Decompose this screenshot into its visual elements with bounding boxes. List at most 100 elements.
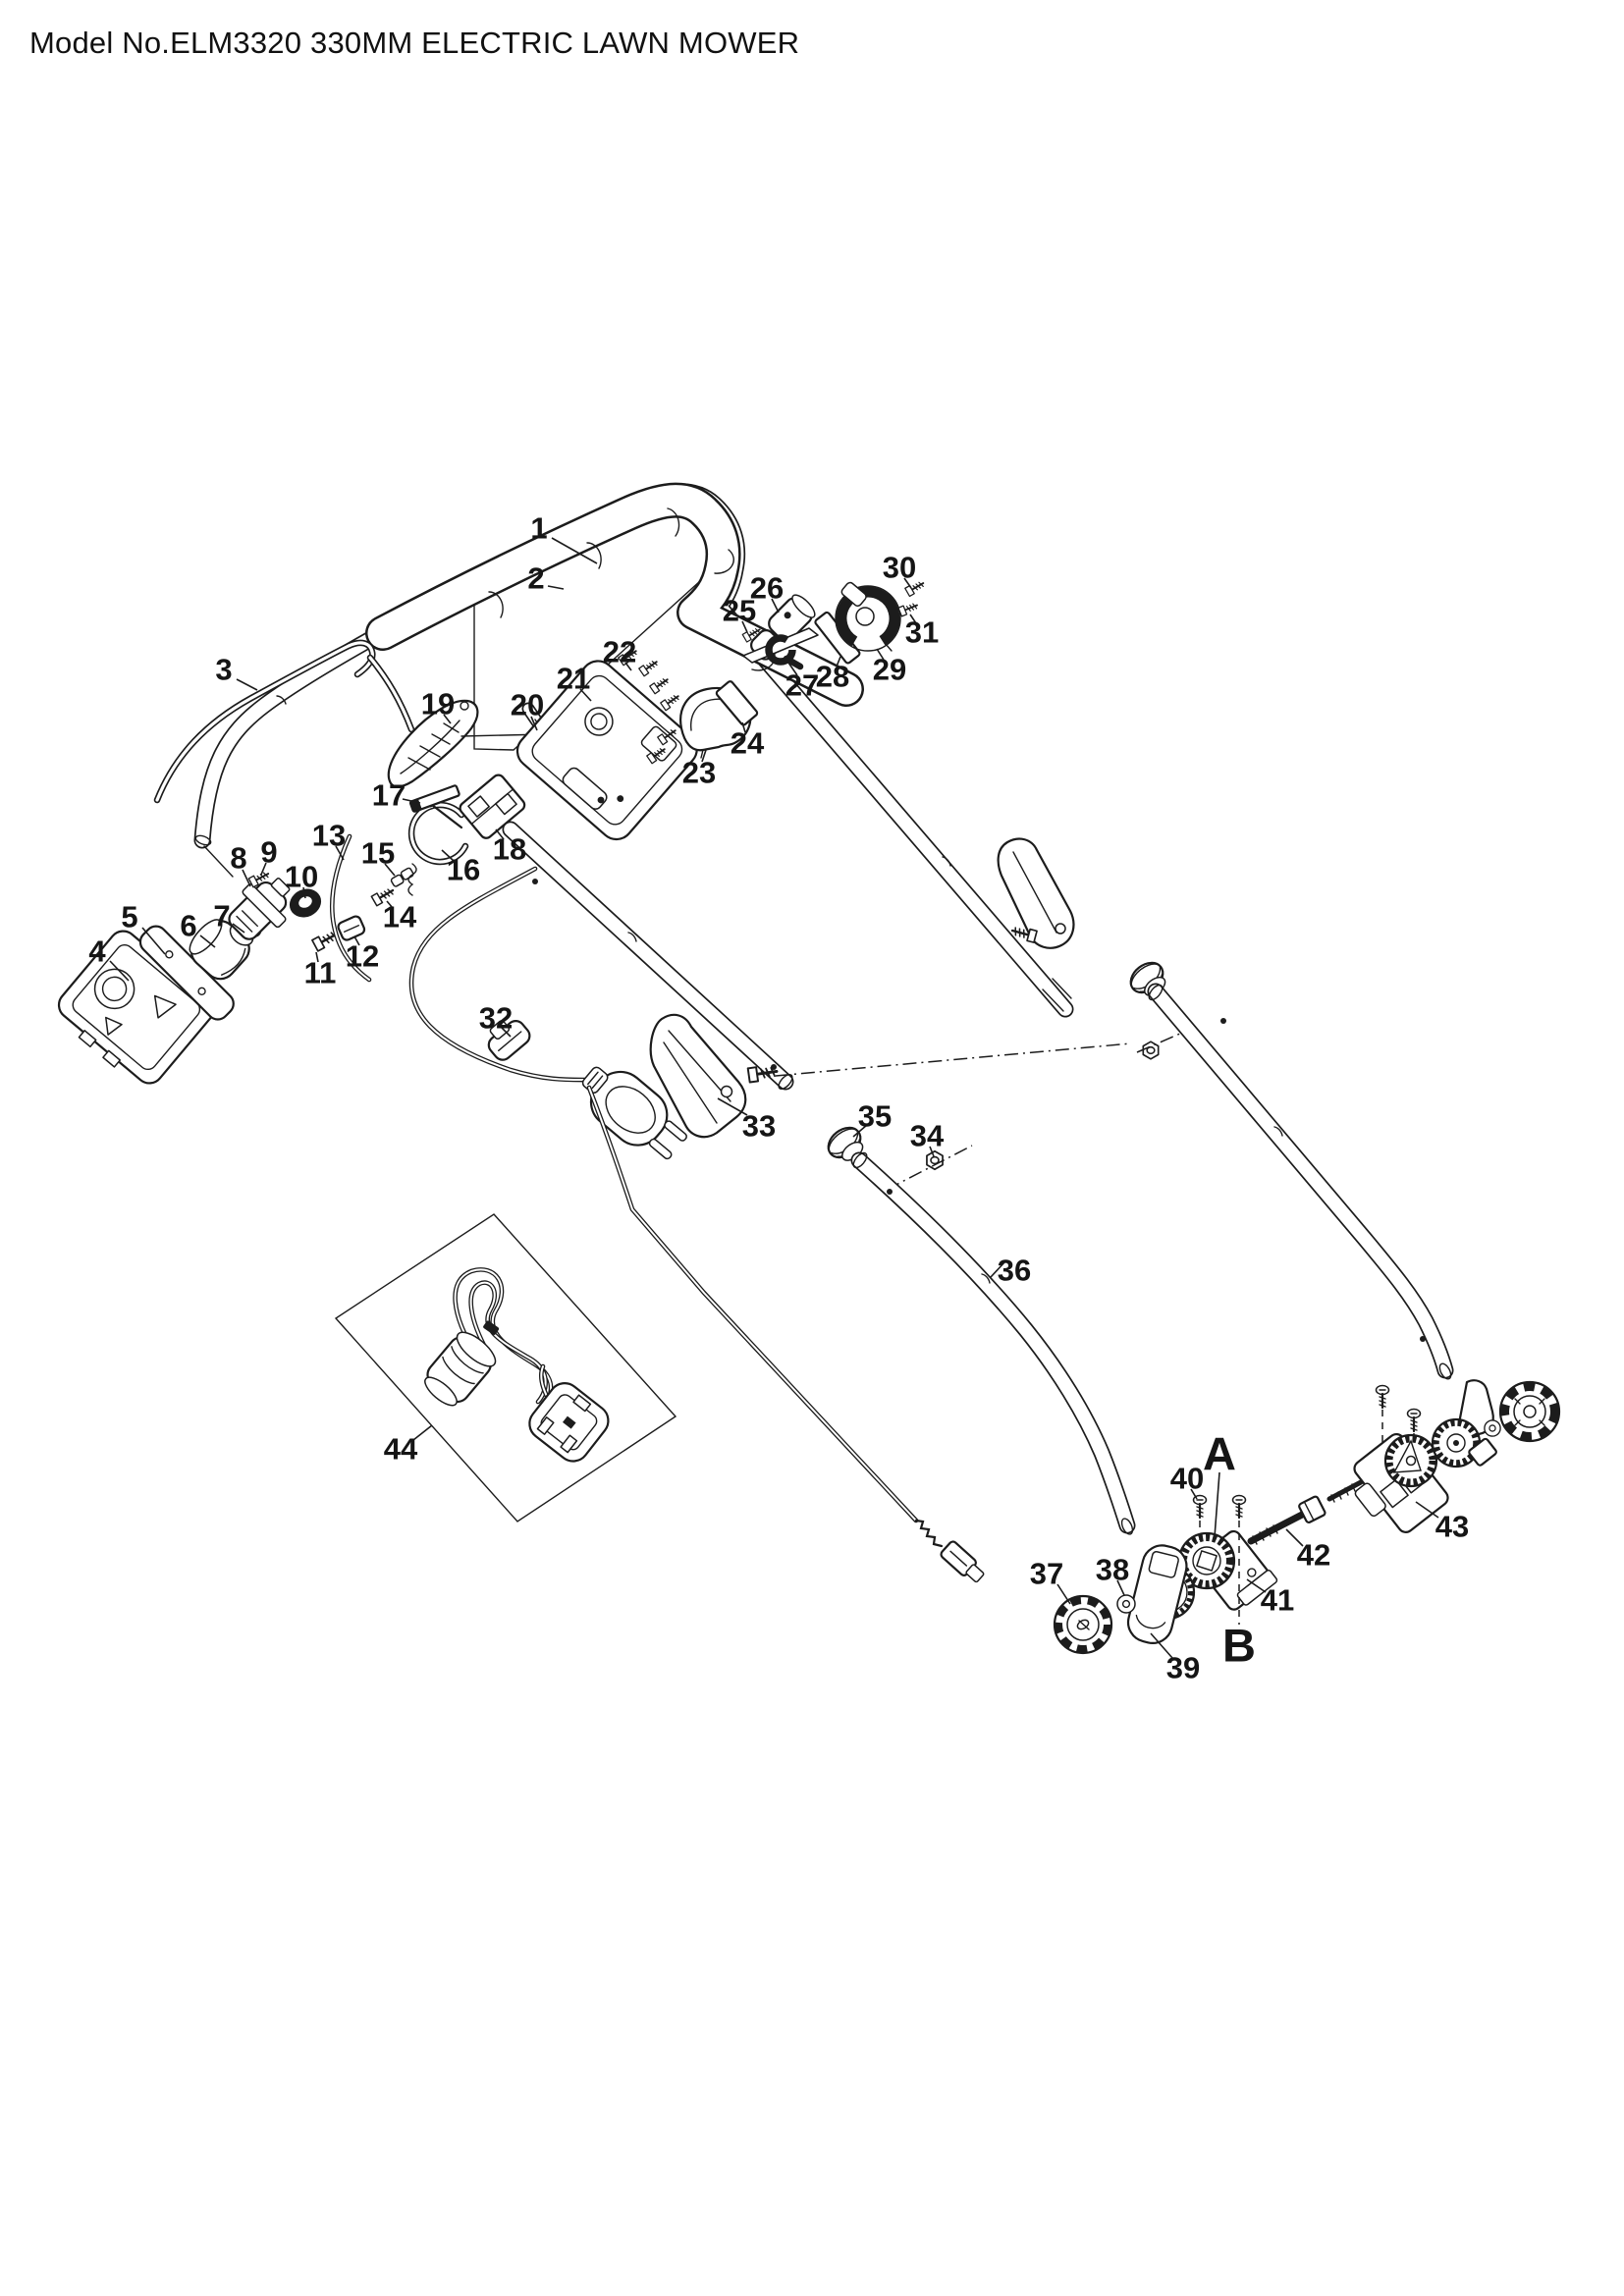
callout-label-A: A bbox=[1203, 1428, 1236, 1480]
page-title: Model No.ELM3320 330MM ELECTRIC LAWN MOW… bbox=[29, 26, 800, 60]
callout-leader-30 bbox=[903, 577, 912, 589]
callout-leader-42 bbox=[1285, 1528, 1304, 1547]
callout-label-12: 12 bbox=[346, 939, 379, 974]
callout-leader-11 bbox=[315, 951, 319, 963]
callout-leader-34 bbox=[929, 1146, 935, 1157]
wire-clip-27 bbox=[765, 634, 804, 670]
bolt-42 bbox=[1247, 1479, 1364, 1545]
callout-leader-22 bbox=[624, 662, 632, 671]
callout-label-37: 37 bbox=[1030, 1557, 1063, 1591]
callout-label-2: 2 bbox=[527, 561, 544, 596]
callout-leader-15 bbox=[384, 863, 396, 877]
knob-37 bbox=[1053, 1594, 1113, 1655]
callout-leader-39 bbox=[1150, 1632, 1173, 1659]
rubber-grommet bbox=[289, 888, 322, 918]
callout-label-27: 27 bbox=[785, 668, 819, 703]
callout-label-41: 41 bbox=[1261, 1583, 1294, 1618]
callout-leader-17 bbox=[402, 798, 421, 804]
callout-label-14: 14 bbox=[383, 900, 417, 934]
callout-label-36: 36 bbox=[998, 1254, 1031, 1288]
callout-leader-3 bbox=[236, 678, 258, 691]
callout-label-43: 43 bbox=[1435, 1510, 1469, 1544]
callout-label-40: 40 bbox=[1170, 1462, 1204, 1496]
right-washer bbox=[1484, 1419, 1501, 1437]
callout-leader-29 bbox=[876, 648, 885, 661]
callout-label-18: 18 bbox=[493, 832, 526, 867]
callout-label-30: 30 bbox=[883, 551, 916, 585]
right-gear-lever bbox=[1431, 1379, 1497, 1468]
callout-label-29: 29 bbox=[873, 653, 906, 687]
callout-label-B: B bbox=[1222, 1620, 1256, 1672]
callout-label-24: 24 bbox=[731, 726, 765, 761]
callout-label-7: 7 bbox=[213, 899, 230, 934]
callout-label-44: 44 bbox=[384, 1432, 418, 1467]
alignment-line bbox=[775, 1042, 1132, 1077]
callout-label-26: 26 bbox=[750, 571, 784, 606]
screw-40 bbox=[1192, 1494, 1208, 1520]
cable-clamp-15 bbox=[390, 867, 414, 887]
switch-housing-21 bbox=[515, 660, 698, 841]
callout-leader-43 bbox=[1415, 1501, 1439, 1519]
screw-right-1 bbox=[1375, 1384, 1390, 1410]
callout-leader-9 bbox=[260, 862, 267, 876]
lower-handle-left-tube bbox=[502, 821, 794, 1091]
callout-leader-23 bbox=[701, 749, 707, 763]
alignment-line bbox=[886, 1145, 973, 1191]
callout-label-19: 19 bbox=[421, 687, 455, 721]
hanger-29 bbox=[835, 581, 901, 652]
callout-leader-2 bbox=[547, 585, 565, 590]
callout-label-39: 39 bbox=[1166, 1651, 1200, 1685]
callout-label-5: 5 bbox=[121, 900, 137, 934]
callout-leader-26 bbox=[771, 598, 780, 614]
lock-off-lever-19 bbox=[387, 699, 548, 788]
two-pin-plug bbox=[581, 1066, 687, 1160]
callout-label-17: 17 bbox=[372, 778, 406, 813]
cord-set-44 bbox=[424, 1267, 610, 1463]
callout-leader-10 bbox=[302, 886, 306, 899]
nut-34 bbox=[926, 1149, 944, 1171]
callout-label-10: 10 bbox=[285, 860, 318, 894]
callout-leader-4 bbox=[109, 960, 130, 982]
callout-label-11: 11 bbox=[304, 956, 337, 990]
callout-label-35: 35 bbox=[858, 1099, 892, 1134]
callout-leader-28 bbox=[836, 656, 841, 667]
callout-leader-A bbox=[1214, 1471, 1220, 1538]
callout-label-4: 4 bbox=[88, 934, 106, 969]
callout-label-34: 34 bbox=[910, 1119, 945, 1153]
right-lock-lever bbox=[997, 837, 1075, 949]
callout-leader-19 bbox=[443, 714, 452, 724]
callout-leader-20 bbox=[530, 716, 538, 731]
callout-label-6: 6 bbox=[180, 909, 196, 943]
callout-label-15: 15 bbox=[361, 836, 395, 871]
lock-lever-33 bbox=[649, 1013, 780, 1139]
callout-leader-38 bbox=[1116, 1579, 1125, 1596]
callout-label-32: 32 bbox=[479, 1001, 513, 1036]
callout-leader-18 bbox=[495, 828, 505, 840]
handle-foam-grip bbox=[365, 482, 864, 707]
callout-label-8: 8 bbox=[230, 841, 246, 876]
callout-leader-7 bbox=[232, 923, 245, 934]
lower-handle-tube-36 bbox=[850, 1151, 1136, 1535]
bail-cable bbox=[586, 1085, 985, 1583]
right-knob bbox=[1498, 1380, 1561, 1443]
callout-leader-8 bbox=[242, 869, 251, 887]
callout-leader-24 bbox=[741, 721, 746, 733]
callout-leader-13 bbox=[335, 845, 345, 861]
callout-label-42: 42 bbox=[1297, 1538, 1330, 1573]
callout-label-28: 28 bbox=[816, 660, 849, 694]
callout-label-1: 1 bbox=[530, 511, 547, 546]
callout-label-16: 16 bbox=[447, 853, 480, 887]
callout-leader-27 bbox=[787, 662, 798, 676]
gear-disc-A bbox=[1177, 1531, 1236, 1590]
callout-leader-12 bbox=[353, 935, 360, 946]
callout-label-13: 13 bbox=[312, 819, 346, 853]
callout-leader-25 bbox=[741, 620, 748, 633]
callout-leader-33 bbox=[717, 1097, 748, 1116]
callout-label-20: 20 bbox=[511, 688, 544, 722]
callout-leader-14 bbox=[386, 900, 394, 909]
callout-leader-37 bbox=[1056, 1583, 1071, 1605]
callout-leader-35 bbox=[852, 1124, 868, 1138]
callout-leader-32 bbox=[501, 1027, 512, 1038]
